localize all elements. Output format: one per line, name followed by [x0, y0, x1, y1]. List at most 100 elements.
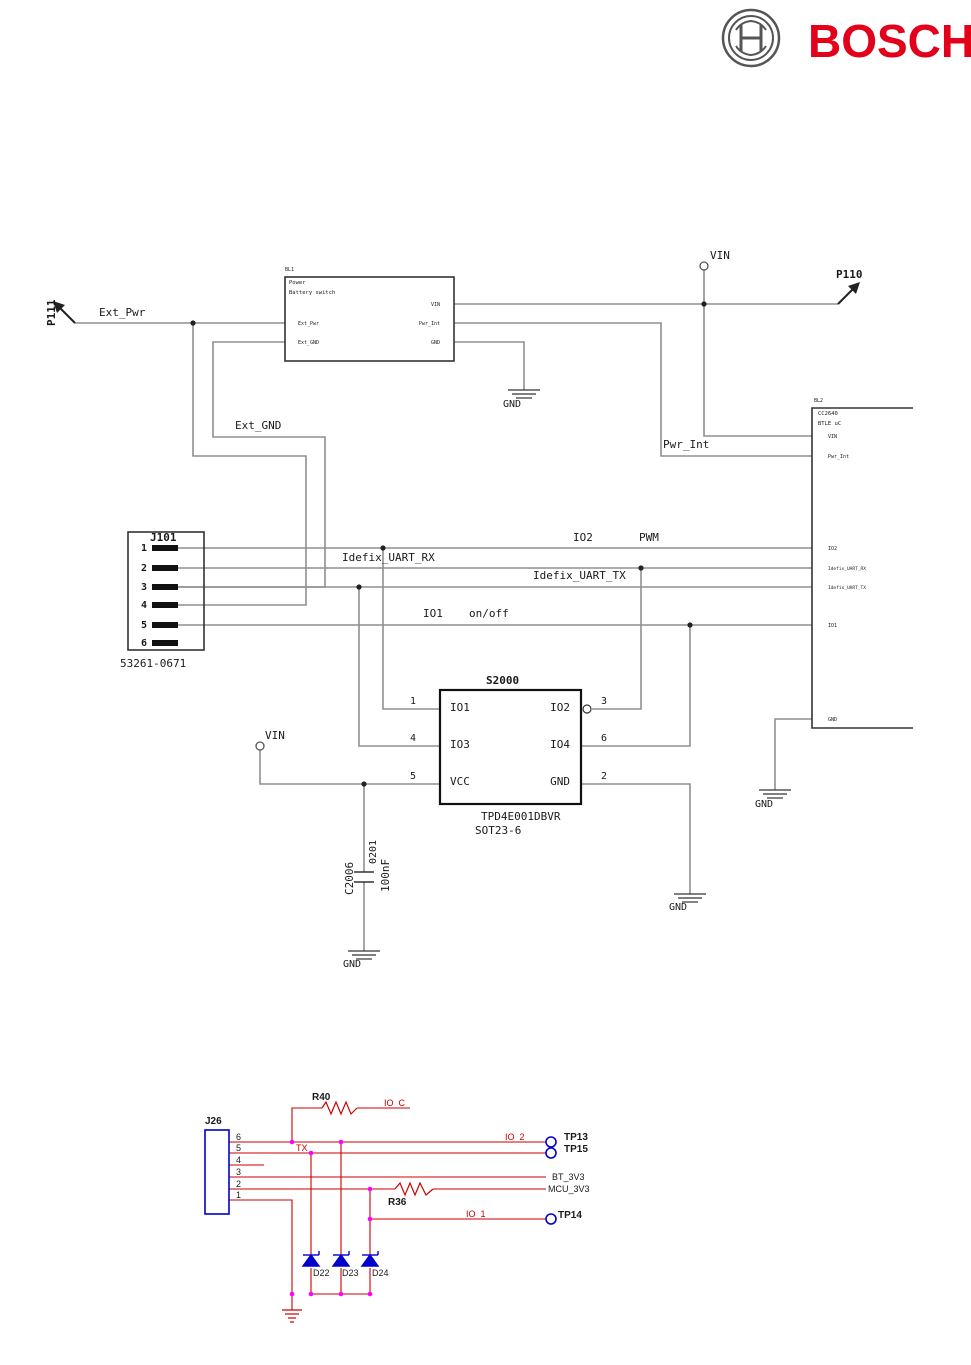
power-switch-pin: Ext_Pwr — [298, 321, 319, 327]
capacitor-ref: C2006 — [343, 862, 356, 895]
net-label-uart-rx: Idefix_UART_RX — [342, 551, 435, 564]
mcu-pin: Idefix_UART_TX — [828, 585, 866, 591]
power-switch-pin: Ext_GND — [298, 340, 319, 346]
net-label-vin-top: VIN — [710, 249, 730, 262]
resistor-r40-label: R40 — [312, 1092, 331, 1103]
mcu-pin: Pwr_Int — [828, 454, 849, 460]
j26-pin-number: 5 — [236, 1143, 241, 1153]
mcu-pin: GND — [828, 717, 837, 723]
net-label-io-2: IO_2 — [505, 1132, 525, 1142]
j26-pin-number: 6 — [236, 1132, 241, 1142]
tvs-diode-icon — [301, 1251, 321, 1267]
net-label-pwm: PWM — [639, 531, 659, 544]
ground-icon — [282, 1309, 302, 1323]
wires — [75, 270, 838, 951]
s2000-pin-name: IO4 — [550, 738, 570, 751]
detail-labels: R40 R36 IO_C TX IO_2 BT_3V3 MCU_3V3 IO_1… — [296, 1092, 590, 1278]
s2000-pin-name: IO2 — [550, 701, 570, 714]
net-label-mcu-3v3: MCU_3V3 — [548, 1184, 590, 1194]
net-label-ext-pwr: Ext_Pwr — [99, 306, 146, 319]
port-label-right: P110 — [836, 268, 863, 281]
mcu-ref: BL2 — [814, 398, 823, 404]
power-switch-pin: VIN — [431, 302, 440, 308]
power-switch-title: Power — [289, 280, 306, 286]
net-label-tx: TX — [296, 1143, 308, 1153]
gnd-symbols — [348, 389, 791, 960]
power-switch-subtitle: Battery switch — [289, 290, 335, 296]
resistor-r36-label: R36 — [388, 1197, 407, 1208]
schematic-main: BL1 Power Battery switch Ext_Pwr Ext_GND… — [45, 249, 913, 970]
power-switch-pin: GND — [431, 340, 440, 346]
j101-pin-number: 5 — [141, 620, 147, 631]
brand-name: BOSCH — [808, 15, 971, 67]
net-label-io1: IO1 — [423, 607, 443, 620]
testpoint-tp14-label: TP14 — [558, 1210, 582, 1221]
diode-symbols — [301, 1251, 380, 1267]
connector-j101: J101 1 2 3 4 5 6 53261-0671 — [120, 531, 205, 670]
net-labels: P111 P110 Ext_Pwr Ext_GND Pwr_Int VIN VI… — [45, 249, 863, 970]
diode-d22-label: D22 — [313, 1268, 330, 1278]
junctions — [190, 301, 707, 787]
s2000-pin-number: 4 — [410, 733, 416, 744]
bosch-logo: BOSCH — [721, 8, 971, 68]
mcu-subtitle: BTLE uC — [818, 421, 841, 427]
power-switch-pin: Pwr_Int — [419, 321, 440, 327]
capacitor-value: 100nF — [379, 859, 392, 892]
net-label-gnd: GND — [755, 799, 773, 810]
schematic-detail: J26 6 5 4 3 2 1 — [204, 1092, 590, 1323]
net-label-uart-tx: Idefix_UART_TX — [533, 569, 626, 582]
j101-pin-number: 2 — [141, 563, 147, 574]
j101-part-number: 53261-0671 — [120, 657, 186, 670]
resistor-symbols — [321, 1100, 434, 1197]
s2000-package: SOT23-6 — [475, 824, 521, 837]
tvs-diode-icon — [331, 1251, 351, 1267]
s2000-pin-name: VCC — [450, 775, 470, 788]
s2000-pin-number: 2 — [601, 771, 607, 782]
testpoint-symbols — [545, 1136, 557, 1225]
net-label-gnd: GND — [503, 399, 521, 410]
capacitor-symbol — [354, 871, 374, 883]
testpoint-tp13-icon — [545, 1136, 557, 1148]
mcu-block: BL2 CC2640 BTLE uC VIN Pwr_Int IO2 Idefi… — [811, 398, 913, 729]
testpoint-tp15-icon — [545, 1147, 557, 1159]
net-label-io2: IO2 — [573, 531, 593, 544]
net-label-gnd: GND — [669, 902, 687, 913]
j26-pin-number: 3 — [236, 1167, 241, 1177]
j101-pin-number: 6 — [141, 638, 147, 649]
j101-pin-number: 3 — [141, 582, 147, 593]
net-label-pwr-int: Pwr_Int — [663, 438, 709, 451]
detail-junctions — [289, 1139, 373, 1297]
testpoint-tp15-label: TP15 — [564, 1144, 588, 1155]
s2000-pin-name: IO3 — [450, 738, 470, 751]
net-label-vin-bottom: VIN — [265, 729, 285, 742]
j26-pin-number: 1 — [236, 1190, 241, 1200]
testpoint-tp13-label: TP13 — [564, 1132, 588, 1143]
ground-icon — [759, 789, 791, 799]
net-label-bt-3v3: BT_3V3 — [552, 1172, 585, 1182]
testpoint-tp14-icon — [545, 1213, 557, 1225]
j101-ref: J101 — [150, 531, 177, 544]
mcu-pin: IO1 — [828, 623, 837, 629]
tvs-s2000: S2000 1 4 5 3 6 2 IO1 IO3 VCC IO2 IO4 GN… — [410, 674, 607, 837]
tvs-diode-icon — [360, 1251, 380, 1267]
net-label-gnd: GND — [343, 959, 361, 970]
ground-icon — [508, 389, 540, 399]
diode-d24-label: D24 — [372, 1268, 389, 1278]
mcu-pin: IO2 — [828, 546, 837, 552]
port-label-left: P111 — [45, 299, 58, 326]
connector-j26: J26 6 5 4 3 2 1 — [204, 1116, 241, 1215]
s2000-pin-number: 5 — [410, 771, 416, 782]
ground-icon — [674, 893, 706, 903]
detail-wires — [229, 1107, 546, 1310]
s2000-pin-name: IO1 — [450, 701, 470, 714]
capacitor-code: 0201 — [368, 840, 379, 864]
j101-pin-number: 1 — [141, 543, 147, 554]
j26-pin-number: 4 — [236, 1155, 241, 1165]
s2000-pin-number: 1 — [410, 696, 416, 707]
vin-symbol-bottom — [255, 741, 265, 751]
power-switch-ref: BL1 — [285, 267, 294, 273]
mcu-pin: VIN — [828, 434, 837, 440]
port-arrow-right-icon — [837, 282, 860, 305]
resistor-r36-symbol — [394, 1181, 434, 1197]
s2000-pin-number: 6 — [601, 733, 607, 744]
